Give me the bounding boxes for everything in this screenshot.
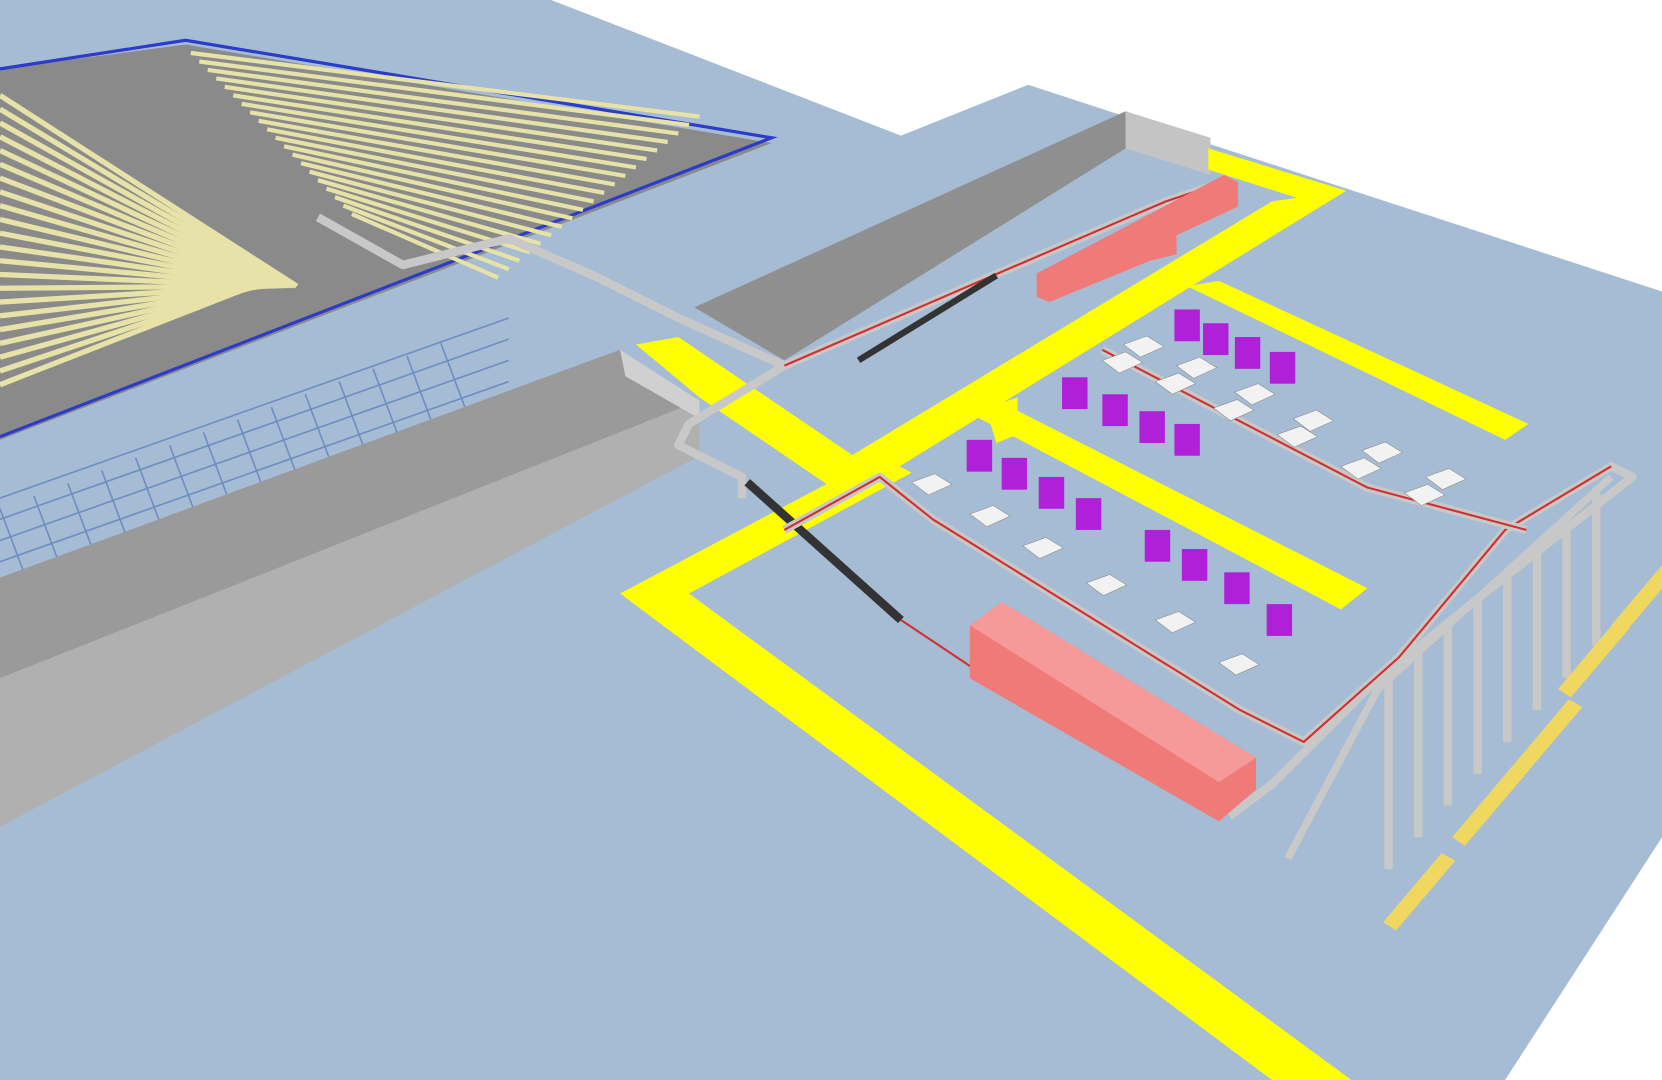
rack-row [0, 283, 254, 388]
tote-stack [1269, 351, 1296, 384]
pack-table [1154, 611, 1197, 634]
rack-row [0, 120, 294, 289]
rack-row [258, 118, 616, 187]
rack-row [266, 127, 605, 195]
buffer-block-large-top [969, 602, 1257, 783]
rack-row [342, 203, 510, 272]
pack-table [1154, 372, 1197, 395]
floor-markings [620, 148, 1529, 1080]
pack-table [1361, 441, 1403, 464]
rack-row [300, 161, 563, 229]
rack-row [334, 195, 521, 263]
shelf-frame [0, 359, 510, 542]
rack-row [190, 50, 700, 119]
shelf-frame [0, 338, 510, 521]
rack-row [351, 212, 500, 280]
storage-racks [0, 50, 700, 388]
pack-stations [911, 335, 1467, 676]
rack-row [224, 84, 658, 153]
rack-row [283, 144, 584, 212]
pallet-row [1558, 620, 1631, 698]
rack-row [0, 106, 297, 289]
tote-stack [1174, 309, 1200, 342]
tote-stack [1062, 377, 1088, 410]
tote-stacks [966, 309, 1296, 636]
rack-row [215, 76, 669, 145]
pack-table [1175, 356, 1218, 379]
tote-stack [1203, 323, 1229, 356]
wall-opening [620, 349, 700, 419]
tote-stack [1075, 498, 1102, 530]
pallet-row [1383, 853, 1456, 931]
mezzanine-platform [0, 44, 772, 440]
rack-row [232, 93, 647, 162]
rack-row [198, 59, 690, 128]
tote-stack [1234, 337, 1261, 369]
shelf-frame [0, 380, 510, 563]
tote-stack [1266, 604, 1293, 636]
tote-stack [966, 439, 993, 472]
rack-row [0, 93, 299, 289]
pack-table [1022, 537, 1064, 559]
upper-wall-end [1125, 111, 1211, 175]
tote-stack [1038, 476, 1065, 509]
rack-row [249, 110, 626, 179]
pack-table [1218, 653, 1260, 676]
pack-table [1101, 351, 1144, 374]
rack-row [0, 189, 283, 289]
pack-table [1276, 425, 1319, 448]
rack-row [0, 148, 290, 289]
left-wall-face [0, 400, 700, 827]
rack-row [0, 175, 286, 289]
pallet-lanes [1383, 565, 1662, 931]
rack-row [207, 67, 679, 136]
tote-stack [1102, 394, 1128, 427]
pallet-row [1452, 768, 1525, 846]
rack-row [317, 178, 542, 246]
pack-table [1340, 457, 1382, 480]
tote-stack [1144, 529, 1171, 562]
pack-table [1425, 468, 1467, 490]
rack-row [275, 135, 594, 204]
pack-table [1403, 484, 1446, 506]
rack-row [0, 161, 288, 289]
shelf-frame [0, 317, 510, 499]
tote-stack [1174, 423, 1200, 456]
pallet-row [1611, 565, 1662, 634]
upper-wall-face [694, 111, 1126, 361]
conveyor-system [315, 176, 1637, 861]
left-wall-top [0, 349, 700, 679]
sorter-chutes [1384, 492, 1601, 870]
pack-table [1292, 409, 1334, 432]
pack-table [1122, 335, 1165, 358]
tote-stack [1224, 572, 1250, 605]
pack-table [911, 473, 953, 496]
buffer-block-small [1036, 174, 1239, 303]
pack-table [1085, 574, 1128, 596]
pack-table [1213, 399, 1255, 422]
rack-row [308, 169, 552, 238]
pack-table [1234, 383, 1276, 406]
pack-table [969, 505, 1011, 528]
pallet-row [1510, 699, 1583, 777]
rack-row [0, 134, 292, 289]
tote-stack [1139, 411, 1165, 444]
tote-stack [1181, 549, 1208, 581]
tote-stack [1001, 457, 1028, 490]
rack-row [292, 152, 573, 221]
rack-row [241, 101, 637, 170]
